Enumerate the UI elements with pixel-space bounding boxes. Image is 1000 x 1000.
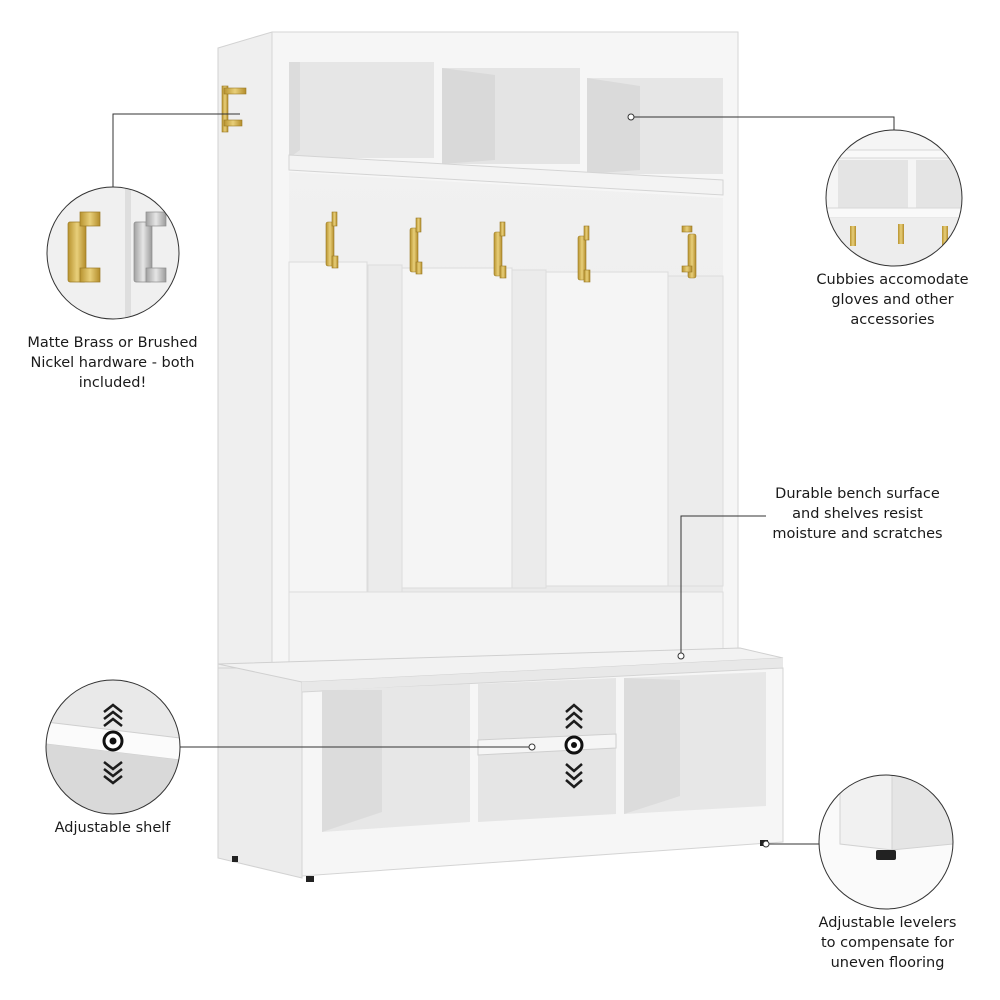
levelers-detail-callout	[818, 774, 954, 910]
bench-cubby-middle-top	[478, 678, 616, 742]
nickel-hook-icon	[133, 211, 167, 283]
leveler-foot-icon	[876, 850, 896, 860]
foot	[306, 876, 314, 882]
coat-hooks	[325, 211, 697, 283]
hardware-caption: Matte Brass or Brushed Nickel hardware -…	[27, 335, 198, 391]
cubbies-detail-callout	[825, 129, 963, 267]
levelers-caption: Adjustable levelers to compensate for un…	[818, 915, 957, 971]
shelf-caption: Adjustable shelf	[54, 820, 171, 836]
upper-hutch	[217, 31, 739, 669]
brass-hook-icon	[67, 211, 101, 283]
bench-base	[217, 647, 784, 882]
leader-lines	[112, 113, 895, 845]
foot	[232, 856, 238, 862]
cubby-left	[289, 62, 434, 158]
shelf-detail-callout	[45, 679, 181, 815]
top-shelf	[288, 154, 724, 196]
cubbies-caption: Cubbies accomodate gloves and other acce…	[816, 272, 969, 328]
bench-cubby-middle-bottom	[478, 748, 616, 822]
hardware-detail-callout	[46, 186, 180, 320]
shelf-arrows	[565, 703, 583, 789]
bench-caption: Durable bench surface and shelves resist…	[772, 486, 943, 542]
side-hook	[221, 85, 247, 133]
